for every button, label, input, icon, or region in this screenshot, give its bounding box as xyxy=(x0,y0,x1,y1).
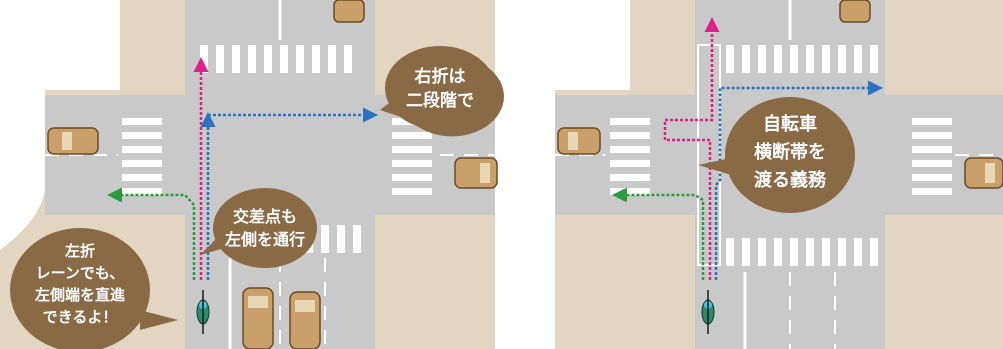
path-left-right xyxy=(612,187,705,280)
bubble-left-lane-line4: できるよ！ xyxy=(43,308,118,326)
bubble-intersection-left: 交差点も 左側を通行 xyxy=(200,188,317,268)
path-left xyxy=(107,187,196,280)
bubble-right-turn-line2: 二段階で xyxy=(406,90,474,111)
crosswalk-north-right xyxy=(726,45,878,73)
bubble-crosswalk-duty: 自転車 横断帯を 渡る義務 xyxy=(698,97,855,213)
bubble-duty-line3: 渡る義務 xyxy=(754,169,827,191)
bubble-intersection-line2: 左側を通行 xyxy=(224,230,305,249)
car-south-1 xyxy=(242,287,274,349)
cyclist-icon xyxy=(196,290,210,334)
left-intersection: 右折は 二段階で 交差点も 左側を通行 左折 レーンでも、 左側端を直進 できる… xyxy=(0,0,504,349)
bubble-intersection-line1: 交差点も xyxy=(233,207,297,226)
car-east-right xyxy=(964,157,1003,189)
car-south-2 xyxy=(289,291,321,349)
path-right-turn-right xyxy=(714,80,883,280)
bubble-left-lane: 左折 レーンでも、 左側端を直進 できるよ！ xyxy=(10,228,178,349)
bubble-left-lane-line1: 左折 xyxy=(64,242,95,260)
car-east xyxy=(454,157,498,189)
crosswalk-west xyxy=(122,118,162,195)
car-west-right xyxy=(557,127,601,155)
bubble-right-turn: 右折は 二段階で xyxy=(380,46,504,137)
bubble-duty-line2: 横断帯を xyxy=(754,141,826,163)
car-north xyxy=(333,0,365,23)
crosswalk-north xyxy=(200,45,352,73)
right-intersection: 自転車 横断帯を 渡る義務 xyxy=(555,0,1003,349)
bubble-right-turn-line1: 右折は xyxy=(415,66,466,87)
car-west xyxy=(47,127,99,155)
bubble-duty-line1: 自転車 xyxy=(763,113,817,135)
bubble-left-lane-line2: レーンでも、 xyxy=(36,264,125,282)
car-north-right xyxy=(839,0,871,23)
crosswalk-south-right xyxy=(726,238,878,266)
bubble-left-lane-line3: 左側端を直進 xyxy=(34,286,126,304)
crosswalk-west-right xyxy=(610,118,650,195)
cyclist-icon-right xyxy=(701,290,715,334)
crosswalk-east-right xyxy=(912,118,952,195)
